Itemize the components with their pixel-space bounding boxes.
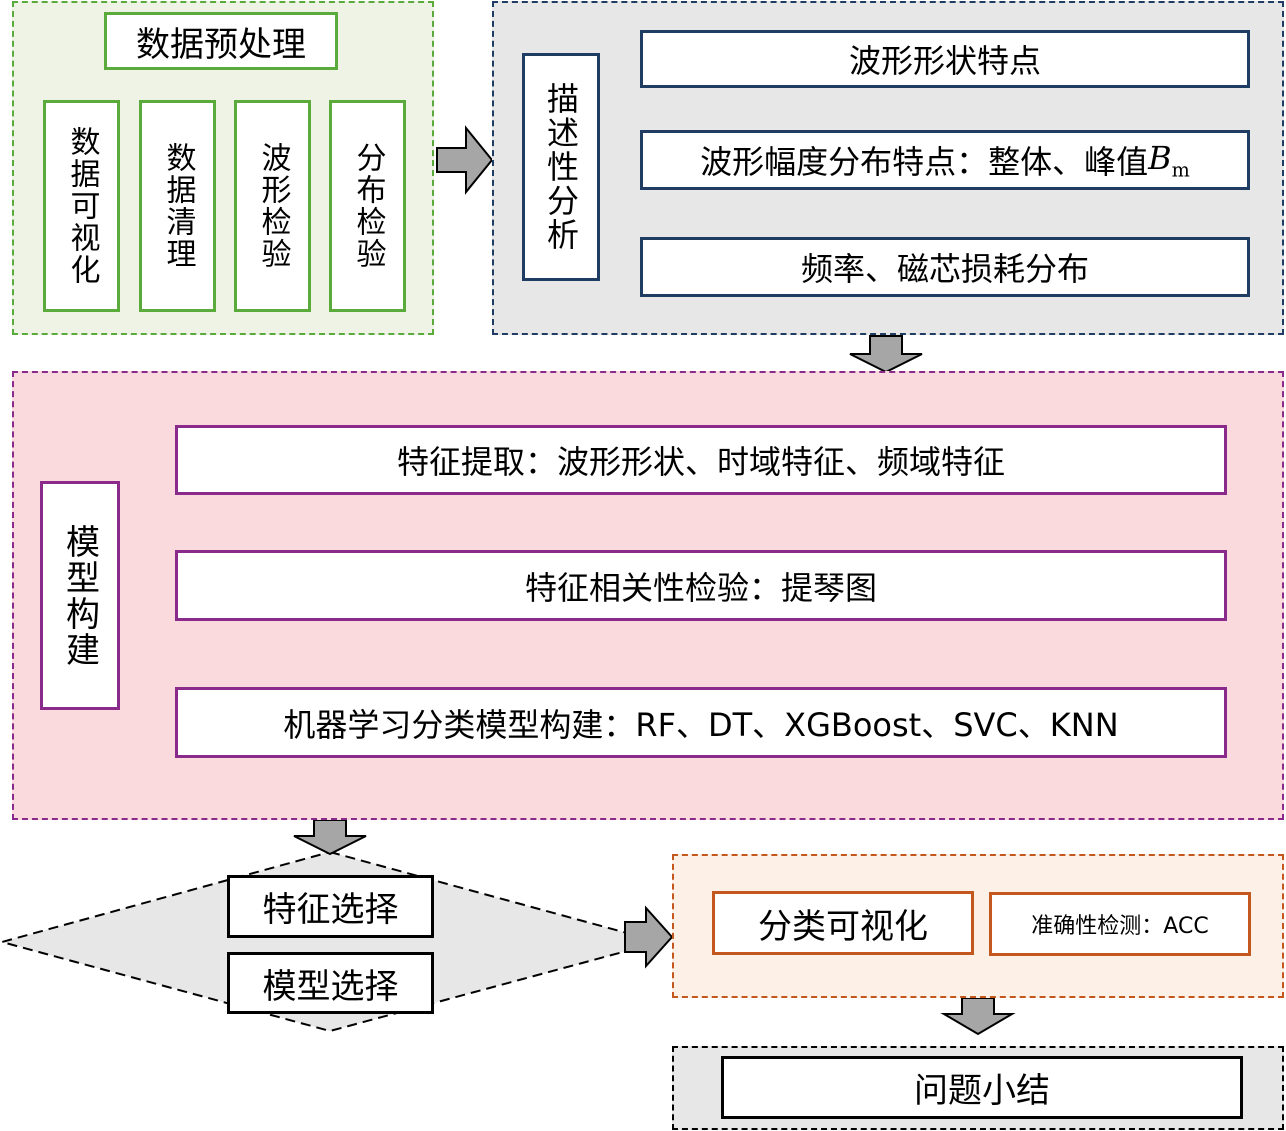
model-item-feature-extraction: 特征提取：波形形状、时域特征、频域特征 [175, 425, 1227, 495]
descriptive-item-shape: 波形形状特点 [640, 30, 1250, 88]
preprocess-item-clean: 数据清理 [139, 100, 216, 312]
preprocess-item-waveform-test: 波形检验 [234, 100, 311, 312]
classification-visual-box: 分类可视化 [712, 891, 974, 955]
model-selection-box: 模型选择 [227, 952, 434, 1014]
arrow-down-1 [849, 335, 923, 374]
selection-diamond [0, 850, 664, 1033]
preprocess-item-visualize: 数据可视化 [43, 100, 120, 312]
preprocess-title: 数据预处理 [104, 12, 338, 70]
model-item-ml-models: 机器学习分类模型构建：RF、DT、XGBoost、SVC、KNN [175, 687, 1227, 758]
arrow-down-2 [293, 819, 367, 856]
descriptive-item-frequency: 频率、磁芯损耗分布 [640, 237, 1250, 297]
amplitude-symbol: Bm [1148, 138, 1190, 182]
arrow-right-2 [624, 905, 674, 969]
preprocess-item-distribution-test: 分布检验 [329, 100, 406, 312]
descriptive-title: 描述性分析 [522, 53, 600, 281]
summary-box: 问题小结 [721, 1056, 1243, 1119]
feature-selection-box: 特征选择 [227, 875, 434, 938]
model-item-correlation-test: 特征相关性检验：提琴图 [175, 550, 1227, 621]
model-title: 模型构建 [40, 481, 120, 710]
accuracy-box: 准确性检测：ACC [989, 892, 1251, 956]
arrow-right-1 [436, 125, 494, 195]
arrow-down-3 [940, 997, 1016, 1036]
amplitude-label: 波形幅度分布特点：整体、峰值 [700, 143, 1149, 181]
